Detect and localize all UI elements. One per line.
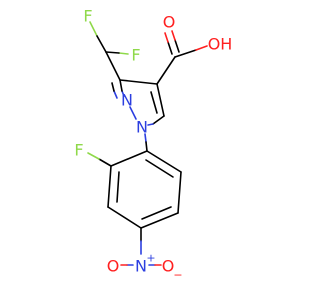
atom-n-pyrazole-1: N <box>136 118 148 137</box>
bond-n1-n2 <box>129 106 137 120</box>
bond-n1-aryl <box>145 141 148 152</box>
molecule-structure: F F F O OH N N N + O O − <box>74 7 232 282</box>
atom-oh-hydroxyl: OH <box>208 35 233 54</box>
atom-n-pyrazole-2: N <box>121 91 133 110</box>
bond-chf2-f-left-black <box>96 35 107 53</box>
atom-labels: F F F O OH N N N + O O − <box>74 7 232 282</box>
atom-n-nitro: N <box>135 257 147 276</box>
bond-chf2-c3 <box>105 51 121 81</box>
charge-nitro-plus: + <box>146 252 155 265</box>
atom-o-nitro-right: O <box>162 257 175 276</box>
bond-carboxyl-o-double-a-red <box>164 32 169 43</box>
bond-c4-c5-inner <box>150 91 158 114</box>
bond-c3-c4 <box>119 79 158 85</box>
bond-carboxyl-oh-red <box>195 45 208 51</box>
bond-c5-n1-blue <box>147 123 154 126</box>
atom-o-carbonyl: O <box>163 13 176 32</box>
bond-ar2-ar3 <box>107 165 112 208</box>
atom-o-nitro-left: O <box>107 257 120 276</box>
atom-f-top-right: F <box>131 46 140 65</box>
bond-lines <box>87 21 208 266</box>
atom-f-top-left: F <box>83 7 92 26</box>
bond-ar1-ar2 <box>110 150 148 167</box>
bond-n2-c3-double <box>111 82 115 92</box>
bond-ar2-ar3-inner <box>116 171 120 203</box>
bond-ar6-ar1-inner <box>145 159 174 178</box>
bond-ar3-ar4 <box>107 206 142 229</box>
bond-n2-c3-blue <box>121 90 125 97</box>
bond-carboxyl-o-double-b-red <box>171 30 176 41</box>
bond-ar5-ar6 <box>177 171 182 214</box>
bond-n1-aryl-blue <box>144 133 147 143</box>
bond-chf2-f-right-black <box>105 51 120 54</box>
bond-n2-c3-double-blue <box>113 90 118 99</box>
bond-carboxyl-o-double-b <box>174 39 180 53</box>
bond-chf2-f-left <box>89 21 98 37</box>
bond-c4-c5 <box>156 83 165 117</box>
bond-n2-c3 <box>119 79 123 92</box>
bond-ar4-ar5 <box>140 212 179 229</box>
bond-c4-carboxyl <box>156 56 176 85</box>
bond-carboxyl-oh <box>174 49 197 58</box>
bond-ar4-ar5-inner <box>141 206 172 220</box>
bond-carboxyl-o-double-a <box>167 41 173 55</box>
bond-c5-n1 <box>152 115 165 125</box>
bond-chf2-f-right <box>118 52 129 55</box>
bond-ar6-ar1 <box>146 150 182 173</box>
bond-ar2-f-green <box>87 152 100 160</box>
bond-ar2-f <box>98 158 112 167</box>
atom-f-ring: F <box>74 141 83 160</box>
charge-nitro-minus: − <box>173 269 182 282</box>
